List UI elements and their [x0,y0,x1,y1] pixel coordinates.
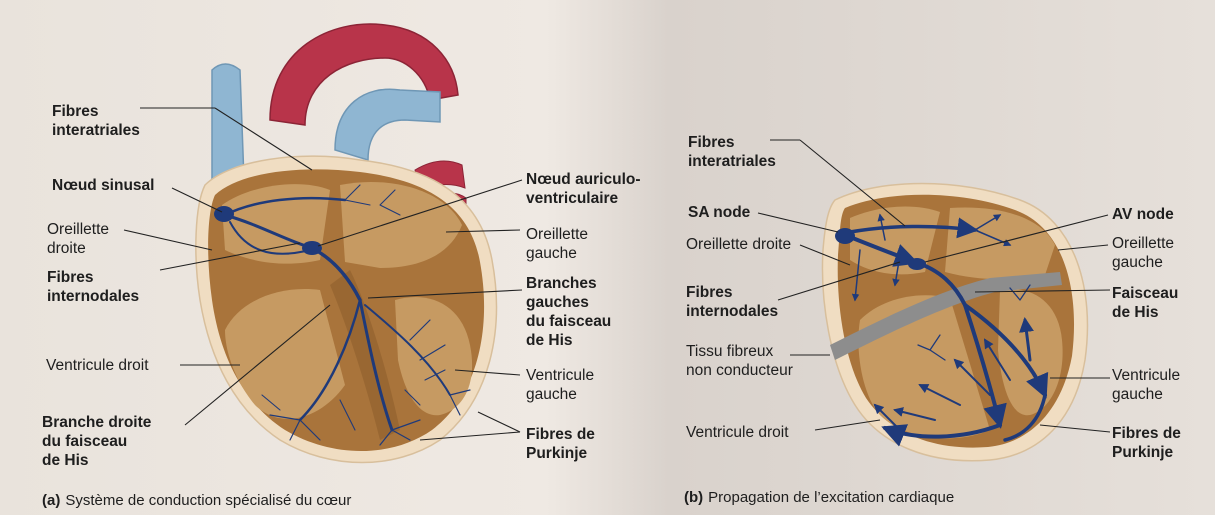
label-line: du faisceau [42,432,151,451]
label-line: Purkinje [526,444,595,463]
label-line: gauches [526,293,611,312]
caption-tag: (a) [42,492,60,509]
panel-b-heart [822,184,1087,461]
label-av-node: AV node [1112,205,1174,224]
label-ventricule-gauche-b: Ventricule gauche [1112,366,1180,404]
sa-node [835,228,855,244]
caption-panel-b: (b) Propagation de l’excitation cardiaque [684,489,954,506]
label-branche-droite: Branche droite du faisceau de His [42,413,151,470]
label-ventricule-droit: Ventricule droit [46,356,149,375]
label-line: Branche droite [42,413,151,432]
label-line: Fibres [47,268,139,287]
caption-text: Système de conduction spécialisé du cœur [65,492,351,509]
label-sa-node: SA node [688,203,750,222]
label-line: Ventricule [1112,366,1180,385]
label-line: Fibres [686,283,778,302]
label-line: Fibres [52,102,140,121]
label-line: Tissu fibreux [686,342,793,361]
label-line: Nœud auriculo- [526,170,641,189]
label-oreillette-droite: Oreillette droite [47,220,109,258]
label-line: de His [42,451,151,470]
label-oreillette-gauche-b: Oreillette gauche [1112,234,1174,272]
panel-a-heart [196,24,497,462]
label-oreillette-gauche: Oreillette gauche [526,225,588,263]
label-fibres-internodales: Fibres internodales [47,268,139,306]
label-fibres-de-purkinje: Fibres de Purkinje [526,425,595,463]
label-line: de His [526,331,611,350]
label-line: Fibres [688,133,776,152]
label-faisceau-de-his: Faisceau de His [1112,284,1178,322]
caption-tag: (b) [684,489,703,506]
label-line: ventriculaire [526,189,641,208]
label-fibres-internodales-b: Fibres internodales [686,283,778,321]
label-line: droite [47,239,109,258]
label-line: internodales [686,302,778,321]
label-line: non conducteur [686,361,793,380]
label-line: Oreillette [526,225,588,244]
av-node [908,258,926,270]
label-line: interatriales [52,121,140,140]
label-line: Fibres de [1112,424,1181,443]
sinus-node [214,206,234,222]
label-fibres-interatriales-b: Fibres interatriales [688,133,776,171]
caption-text: Propagation de l’excitation cardiaque [708,489,954,506]
label-line: interatriales [688,152,776,171]
label-fibres-de-purkinje-b: Fibres de Purkinje [1112,424,1181,462]
label-line: Oreillette [1112,234,1174,253]
label-line: Fibres de [526,425,595,444]
label-line: internodales [47,287,139,306]
label-tissu-fibreux: Tissu fibreux non conducteur [686,342,793,380]
label-line: gauche [526,244,588,263]
label-ventricule-droit-b: Ventricule droit [686,423,789,442]
label-line: gauche [1112,253,1174,272]
label-noeud-auriculo-ventriculaire: Nœud auriculo- ventriculaire [526,170,641,208]
label-noeud-sinusal: Nœud sinusal [52,176,154,195]
label-branches-gauches: Branches gauches du faisceau de His [526,274,611,350]
caption-panel-a: (a) Système de conduction spécialisé du c… [42,492,351,509]
label-line: du faisceau [526,312,611,331]
label-line: Oreillette [47,220,109,239]
label-fibres-interatriales: Fibres interatriales [52,102,140,140]
label-line: Purkinje [1112,443,1181,462]
label-ventricule-gauche: Ventricule gauche [526,366,594,404]
label-line: gauche [1112,385,1180,404]
label-line: de His [1112,303,1178,322]
label-line: gauche [526,385,594,404]
label-line: Ventricule [526,366,594,385]
label-oreillette-droite-b: Oreillette droite [686,235,791,254]
label-line: Faisceau [1112,284,1178,303]
av-node [302,241,322,255]
label-line: Branches [526,274,611,293]
pulmonary-trunk [335,89,440,160]
